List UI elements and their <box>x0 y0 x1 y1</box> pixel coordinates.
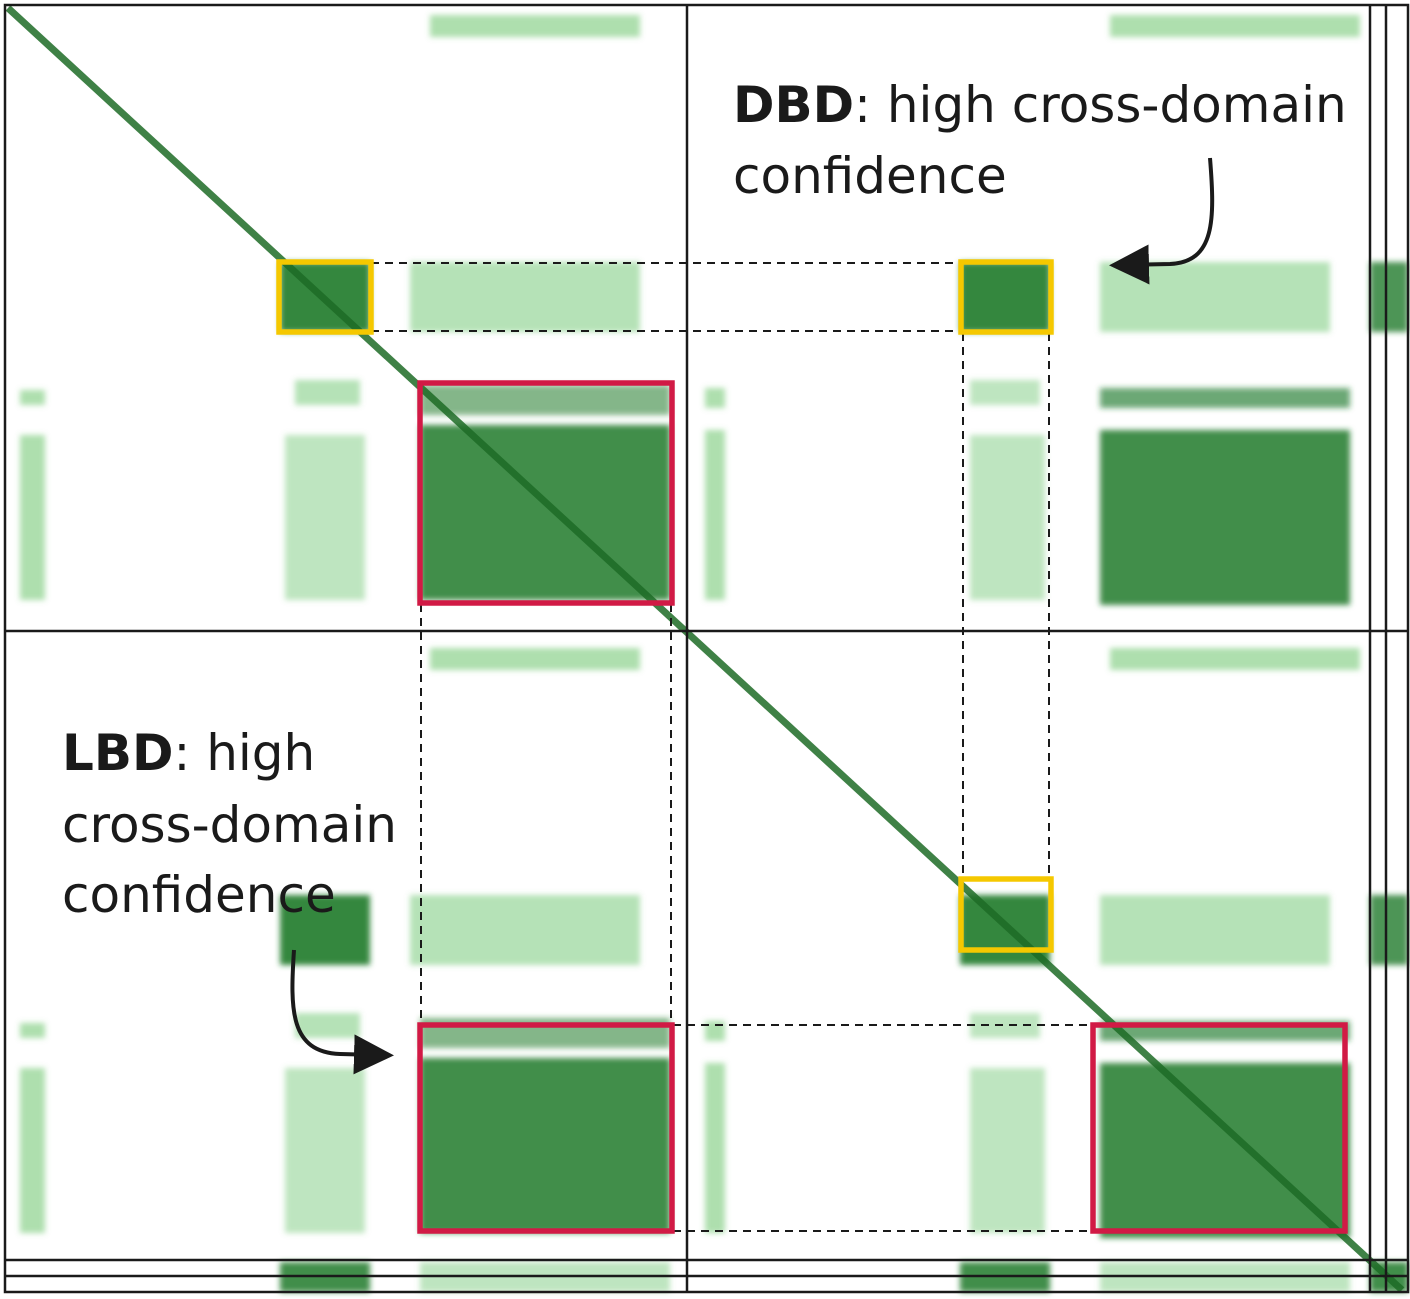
dbd-box <box>276 259 374 335</box>
heatmap-block <box>960 262 1050 332</box>
heatmap-block <box>20 435 45 600</box>
heatmap-block <box>705 388 725 408</box>
heatmap-block <box>1100 388 1350 408</box>
lbd-annotation-line2: cross-domain <box>62 796 397 854</box>
heatmap-block <box>20 1023 45 1038</box>
heatmap-block <box>285 435 365 600</box>
heatmap-block <box>295 1013 360 1038</box>
heatmap-block <box>970 1068 1045 1233</box>
heatmap-block <box>420 1058 670 1233</box>
highlight-boxes <box>276 259 1348 1234</box>
heatmap-block <box>1370 895 1408 965</box>
heatmap-block <box>705 1063 725 1233</box>
heatmap-block <box>20 390 45 405</box>
dbd-annotation-line1: DBD: high cross-domain <box>733 76 1347 134</box>
heatmap-block <box>285 1068 365 1233</box>
heatmap-block <box>20 1068 45 1233</box>
dbd-annotation-line2: confidence <box>733 147 1007 205</box>
heatmap-block <box>295 380 360 405</box>
heatmap-block <box>1100 430 1350 605</box>
heatmap-block <box>1370 262 1408 332</box>
lbd-annotation-line1: LBD: high <box>62 724 315 782</box>
domain-grid <box>3 3 1410 1294</box>
heatmap-block <box>1100 1063 1350 1238</box>
lbd-box <box>1090 1022 1348 1234</box>
heatmap-block <box>1110 15 1360 37</box>
heatmap-block <box>970 435 1045 600</box>
heatmap-block <box>430 648 640 670</box>
heatmap-block <box>1100 895 1330 965</box>
heatmap-block <box>1100 262 1330 332</box>
heatmap-block <box>430 15 640 37</box>
curved-arrow-icon <box>290 949 394 1075</box>
dbd-box <box>958 259 1054 335</box>
heatmap-block <box>970 380 1040 405</box>
lbd-box <box>417 380 675 606</box>
heatmap-diagonal <box>5 5 1405 1293</box>
dashed-guides <box>371 262 1093 1232</box>
lbd-box <box>417 1022 675 1234</box>
dbd-box <box>958 876 1054 953</box>
heatmap-block <box>410 262 640 332</box>
heatmap-block <box>410 895 640 965</box>
heatmap-block <box>1110 648 1360 670</box>
heatmap-block <box>705 430 725 600</box>
lbd-annotation-line3: confidence <box>62 866 336 924</box>
heatmap-block <box>420 385 670 415</box>
curved-arrow-icon <box>1109 157 1215 285</box>
heatmap-block <box>420 425 670 600</box>
